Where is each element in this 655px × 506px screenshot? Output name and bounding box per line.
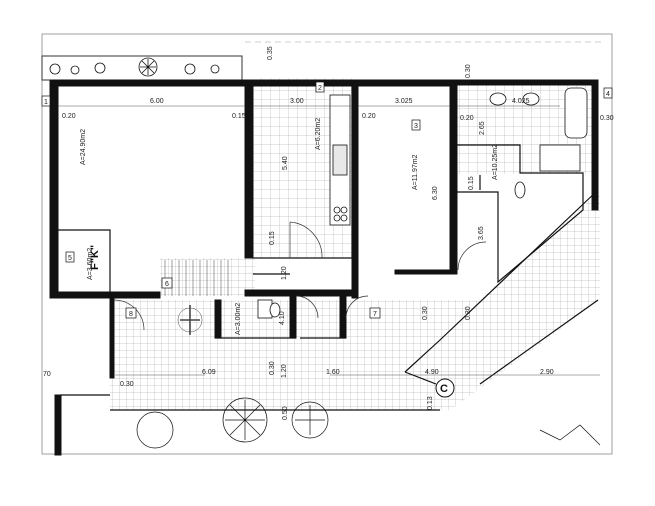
dim-120: 1.20 [281,266,288,280]
dim-020-l: 0.20 [62,113,76,120]
dim-630: 6.30 [432,186,439,200]
section-marker [404,371,455,398]
dim-160: 1.60 [326,369,340,376]
area-kitchen: A=6.20m2 [315,118,322,150]
dim-120-b: 1.20 [281,364,288,378]
tag-7: 7 [373,311,377,318]
stair-floor [160,258,255,296]
dim-020-m: 0.20 [362,113,376,120]
dim-600: 6.00 [150,98,164,105]
dim-035: 0.35 [267,46,274,60]
dim-030-r: 0.30 [600,115,614,122]
area-bedroom: A=11.97m2 [412,154,419,190]
dimension-lines [58,105,600,376]
dim-490: 4.90 [425,369,439,376]
tag-2: 2 [318,85,322,92]
section-marker-label: C [440,383,448,395]
walls [49,79,599,456]
area-wc: A=3.00m2 [235,303,242,335]
dim-013: 0.13 [427,396,434,410]
v-540: 5.40 [282,156,289,170]
dim-030-b: 0.30 [465,306,472,320]
dim-290: 2.90 [540,369,554,376]
garden-trees [136,397,601,449]
dim-015-v: 0.15 [468,176,475,190]
dim-030-d: 0.30 [269,361,276,375]
tag-1: 1 [44,99,48,106]
tag-4: 4 [606,91,610,98]
area-living: A=24.90m2 [80,129,87,165]
dim-300: 3.00 [290,98,304,105]
kitchen-counter [329,94,351,226]
tag-8: 8 [129,311,133,318]
tag-6: 6 [165,281,169,288]
dim-3025: 3.025 [395,98,413,105]
fk-label: F"K" [89,245,101,270]
dim-4025: 4.025 [512,98,530,105]
dim-609: 6.09 [202,369,216,376]
tag-3: 3 [414,123,418,130]
dim-030-c: 0.30 [120,381,134,388]
dim-030-top: 0.30 [465,64,472,78]
area-bath: A=10.25m2 [492,144,499,180]
terrace-edge [110,189,599,411]
v-410: 4.10 [279,311,286,325]
v-265: 2.65 [479,121,486,135]
dim-050: 0.50 [282,406,289,420]
v-365: 3.65 [478,226,485,240]
room-tag-boxes [41,81,613,319]
stairs [164,260,229,335]
dim-070: 70 [43,371,51,378]
door-swings [113,221,487,331]
partitions [58,144,584,396]
bath-fixtures [257,87,588,319]
area-stair: A=3.60m2 [87,248,94,280]
dim-015-k: 0.15 [269,231,276,245]
garden-plants [49,57,220,77]
tag-5: 5 [68,255,72,262]
dim-020-r: 0.20 [460,115,474,122]
dim-030-a: 0.30 [422,306,429,320]
dim-015: 0.15 [232,113,246,120]
